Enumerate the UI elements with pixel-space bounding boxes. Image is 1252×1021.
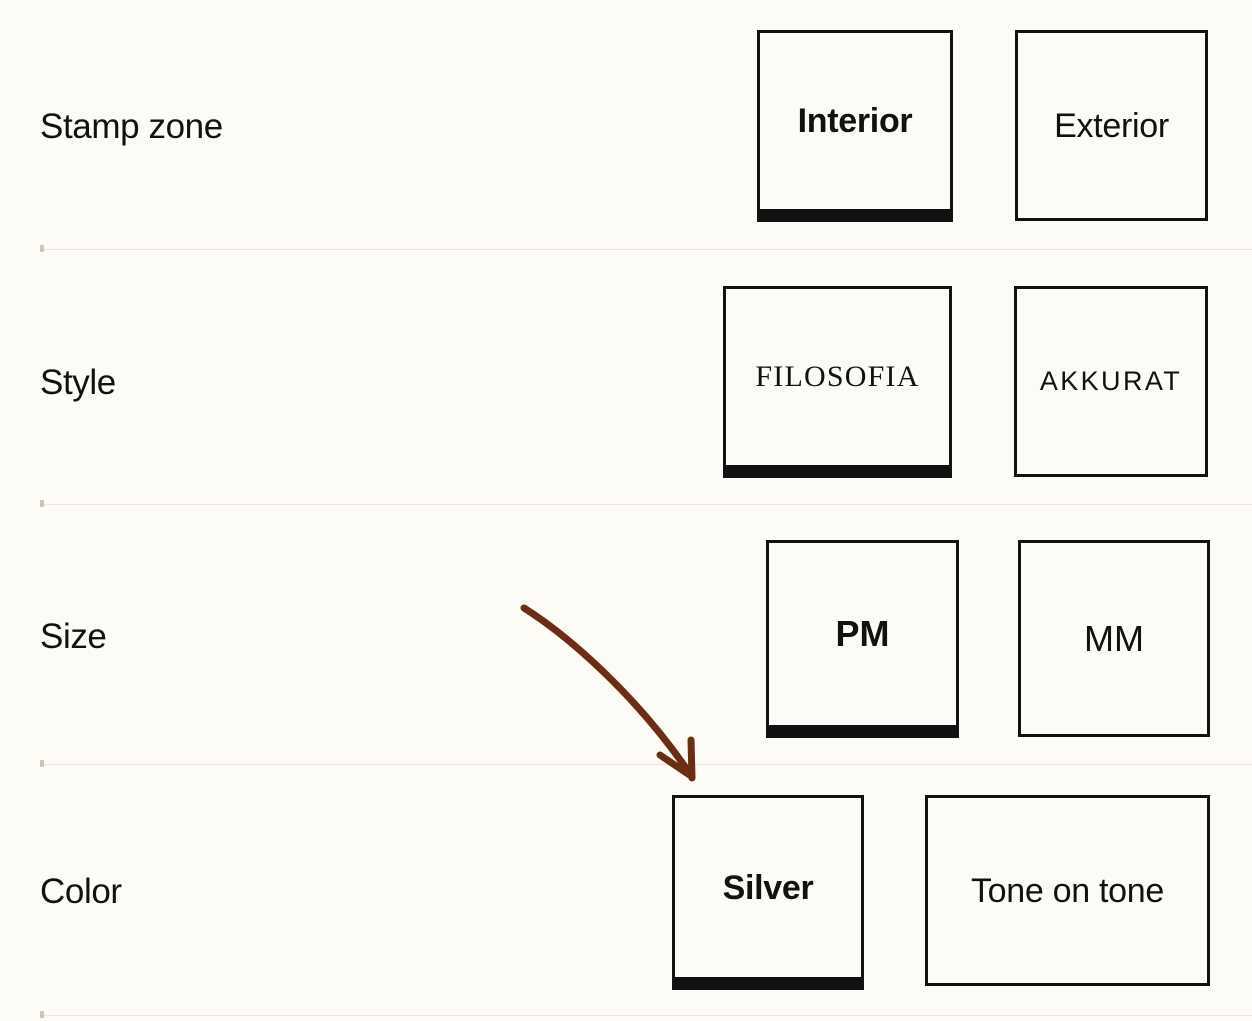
row-label-stamp-zone: Stamp zone (40, 107, 223, 146)
option-color-silver[interactable]: Silver (672, 795, 864, 990)
option-style-filosofia[interactable]: FILOSOFIA (723, 286, 952, 478)
option-label: Silver (722, 868, 814, 907)
option-stamp-zone-interior[interactable]: Interior (757, 30, 953, 222)
row-label-size: Size (40, 617, 107, 656)
option-label: Tone on tone (970, 871, 1164, 910)
option-style-akkurat[interactable]: AKKURAT (1014, 286, 1208, 477)
row-label-style: Style (40, 363, 116, 402)
row-divider (40, 500, 1252, 507)
option-row-style: Style FILOSOFIA AKKURAT (0, 250, 1252, 507)
option-label: FILOSOFIA (755, 360, 920, 393)
option-row-stamp-zone: Stamp zone Interior Exterior (0, 0, 1252, 252)
option-label: Interior (797, 102, 913, 140)
option-label: MM (1084, 617, 1144, 659)
option-stamp-zone-exterior[interactable]: Exterior (1015, 30, 1208, 221)
option-label: PM (835, 613, 890, 654)
option-color-tone-on-tone[interactable]: Tone on tone (925, 795, 1210, 986)
option-size-mm[interactable]: MM (1018, 540, 1210, 737)
row-label-color: Color (40, 872, 122, 911)
row-divider (40, 245, 1252, 252)
option-size-pm[interactable]: PM (766, 540, 959, 738)
row-divider (40, 1011, 1252, 1018)
option-row-color: Color Silver Tone on tone (0, 765, 1252, 1021)
option-label: AKKURAT (1039, 366, 1183, 396)
option-label: Exterior (1054, 106, 1169, 145)
option-row-size: Size PM MM (0, 505, 1252, 767)
